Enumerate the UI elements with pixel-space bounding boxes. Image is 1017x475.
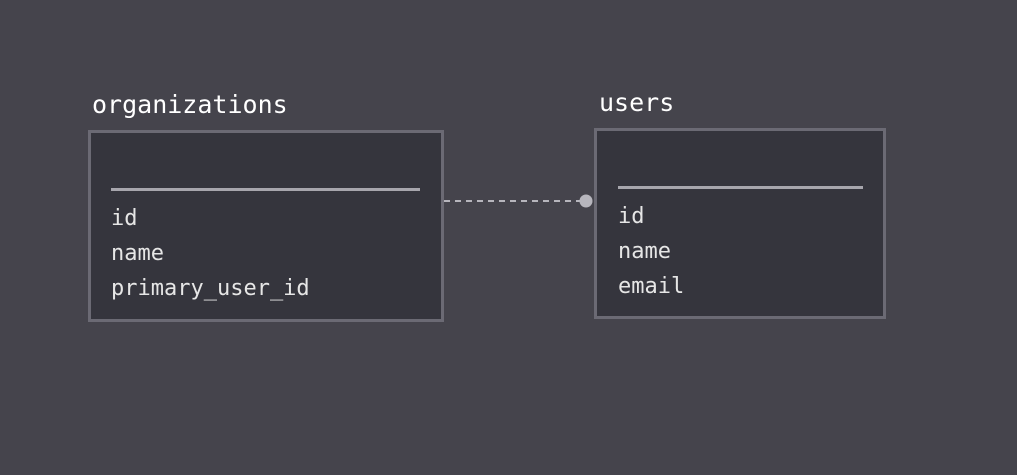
field-id[interactable]: id	[618, 204, 645, 229]
field-primary-user-id[interactable]: primary_user_id	[111, 276, 310, 301]
field-id[interactable]: id	[111, 206, 138, 231]
field-list-organizations: id name primary_user_id	[111, 201, 310, 306]
table-title-organizations: organizations	[92, 90, 288, 119]
table-title-users: users	[599, 88, 675, 117]
entity-box-users[interactable]: id name email	[594, 128, 886, 319]
header-divider	[618, 186, 863, 189]
field-email[interactable]: email	[618, 274, 685, 299]
relationship-end-dot	[579, 194, 593, 208]
entity-box-organizations[interactable]: id name primary_user_id	[88, 130, 444, 322]
field-name[interactable]: name	[618, 239, 671, 264]
header-divider	[111, 188, 420, 191]
field-list-users: id name email	[618, 199, 684, 304]
field-name[interactable]: name	[111, 241, 164, 266]
